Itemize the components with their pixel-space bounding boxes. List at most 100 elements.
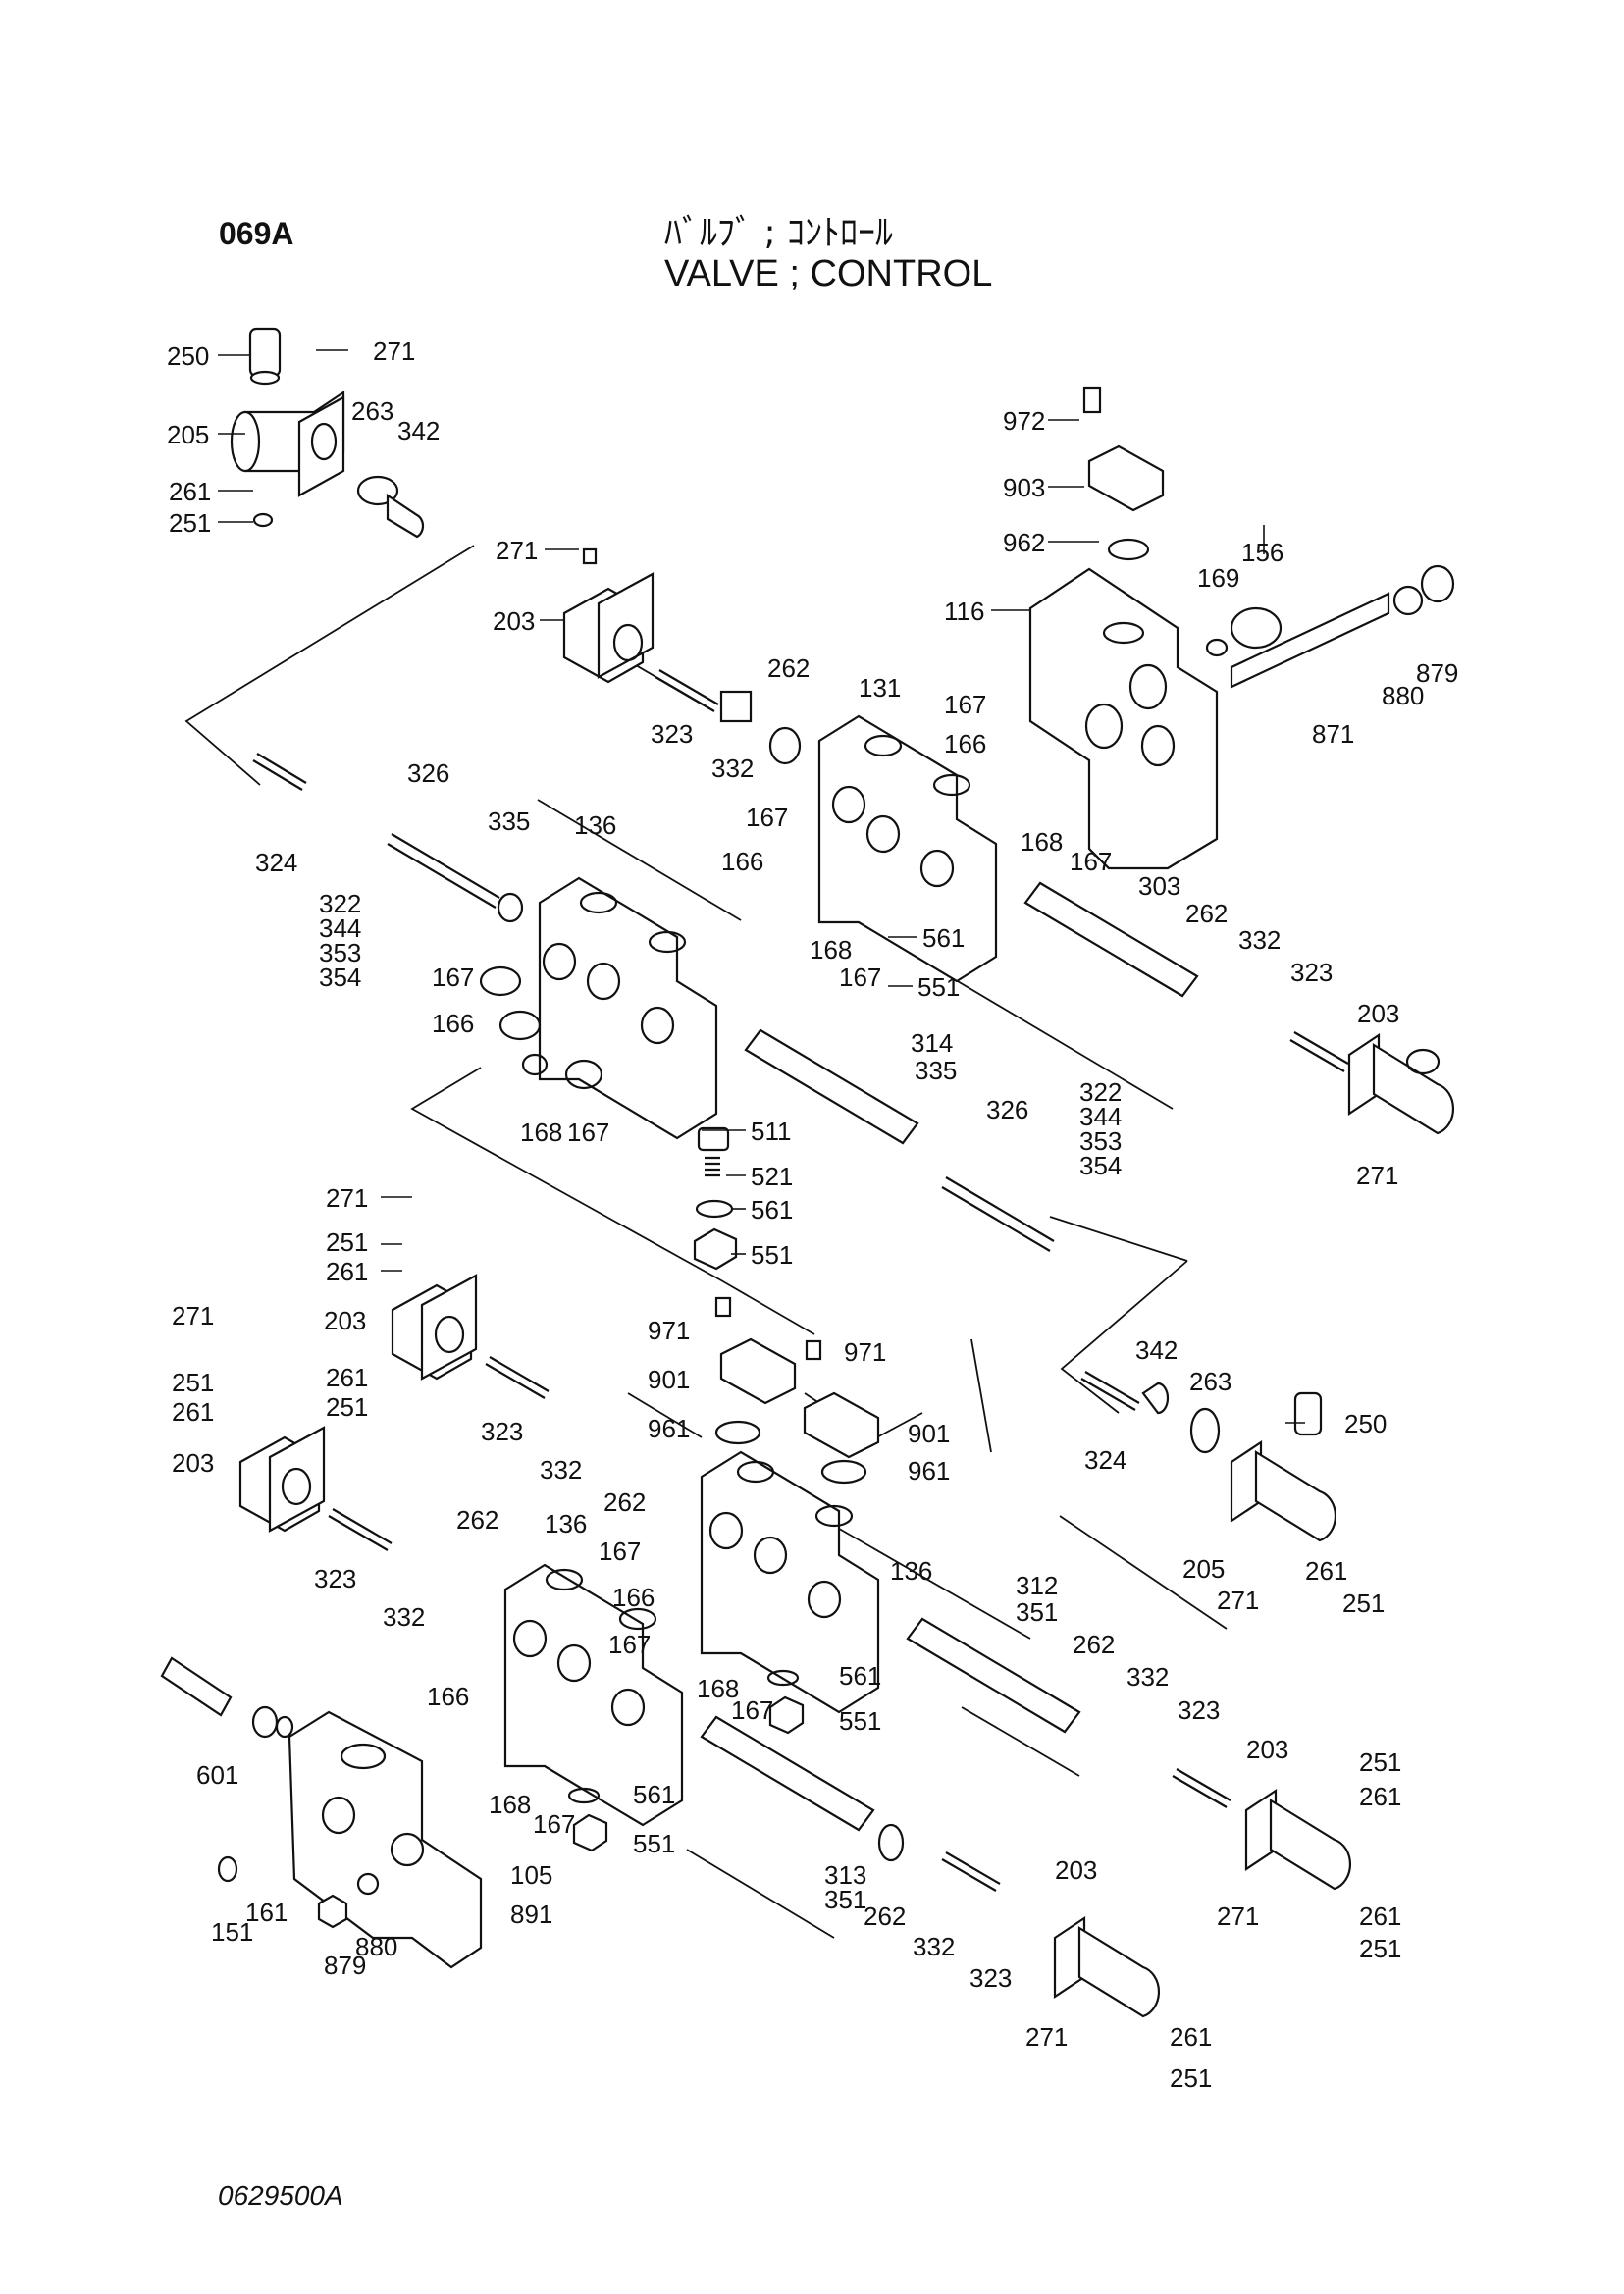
callout: 250 [1344,1409,1387,1438]
callout: 166 [432,1009,474,1038]
callout: 167 [839,963,881,992]
callout: 166 [944,729,986,758]
springs [252,669,1349,1892]
callout: 601 [196,1760,238,1790]
callout: 332 [913,1932,955,1961]
spool-303 [1023,881,1199,998]
callout: 323 [1290,958,1333,987]
callout: 353 [319,938,361,967]
callout: 354 [1079,1151,1122,1180]
callout: 166 [612,1583,655,1612]
callout: 903 [1003,473,1045,502]
callout: 261 [1305,1556,1347,1586]
callout: 561 [633,1780,675,1809]
callout: 561 [839,1661,881,1691]
callout: 972 [1003,406,1045,436]
callout: 251 [1342,1589,1385,1618]
callout: 351 [1016,1597,1058,1627]
callout: 961 [648,1414,690,1443]
callout: 167 [533,1809,575,1839]
callout: 326 [407,758,449,788]
callout: 203 [1055,1855,1097,1885]
callout: 312 [1016,1571,1058,1600]
callout: 880 [355,1932,397,1961]
callout: 205 [167,420,209,449]
callout: 551 [633,1829,675,1858]
callout: 168 [697,1674,739,1703]
callout-labels: 250 271 205 263 342 261 251 972 903 962 … [167,337,1458,2093]
callout: 324 [1084,1445,1126,1475]
callout: 263 [1189,1367,1231,1396]
callout: 167 [731,1695,773,1725]
callout: 251 [326,1392,368,1422]
callout: 262 [456,1505,498,1535]
callout: 880 [1382,681,1424,710]
callout: 353 [1079,1126,1122,1156]
title-english: VALVE ; CONTROL [664,253,993,294]
callout: 262 [1073,1630,1115,1659]
group-code: 069A [219,216,294,251]
callout: 551 [917,972,960,1002]
callout: 168 [1021,827,1063,857]
callout: 342 [1135,1335,1178,1365]
valve-section-136-upper [479,876,718,1140]
callout: 136 [545,1509,587,1538]
title-japanese: ﾊﾞﾙﾌﾞ ; ｺﾝﾄﾛｰﾙ [664,213,894,253]
plugs-lower [567,1669,905,1862]
callout: 891 [510,1900,552,1929]
callout: 167 [746,803,788,832]
callout: 167 [432,963,474,992]
callout: 261 [1170,2022,1212,2052]
callout: 203 [324,1306,366,1335]
callout: 203 [1246,1735,1288,1764]
callout: 168 [810,935,852,965]
callout: 168 [520,1118,562,1147]
callout: 354 [319,963,361,992]
spool-314 [744,1028,919,1145]
callout: 261 [169,477,211,506]
cap-assembly-upper-left [230,327,425,539]
callout: 261 [1359,1782,1401,1811]
callout: 271 [1217,1586,1259,1615]
cap-203-right-upper [1347,1032,1455,1135]
callout: 271 [496,536,538,565]
callout: 351 [824,1885,866,1914]
callout: 332 [711,754,754,783]
callout: 271 [326,1183,368,1213]
callout: 166 [721,847,763,876]
callout: 961 [908,1456,950,1486]
callout: 901 [648,1365,690,1394]
callout: 203 [1357,999,1399,1028]
callout: 251 [172,1368,214,1397]
callout: 262 [767,653,810,683]
cap-205-right [1141,1382,1337,1542]
callout: 167 [1070,847,1112,876]
callout: 262 [1185,899,1228,928]
callout: 971 [844,1337,886,1367]
callout: 332 [1126,1662,1169,1692]
callout: 116 [944,597,984,626]
callout: 167 [944,690,986,719]
callout: 263 [351,396,393,426]
cap-203-lower-a [391,1274,478,1381]
cap-203-lower-b [238,1426,326,1533]
callout: 901 [908,1419,950,1448]
callout: 203 [493,606,535,636]
callout: 326 [986,1095,1028,1124]
callout: 323 [969,1963,1012,1993]
callout: 324 [255,848,297,877]
callout: 971 [648,1316,690,1345]
callout: 323 [651,719,693,749]
callout: 303 [1138,871,1180,901]
callout: 322 [319,889,361,918]
callout: 271 [373,337,415,366]
callout: 251 [1359,1747,1401,1777]
callout: 136 [574,810,616,840]
callout: 169 [1197,563,1239,593]
inlet-body-105 [160,1656,483,1969]
callout: 205 [1182,1554,1225,1584]
callout: 313 [824,1860,866,1890]
callout: 962 [1003,528,1045,557]
callout: 261 [172,1397,214,1427]
